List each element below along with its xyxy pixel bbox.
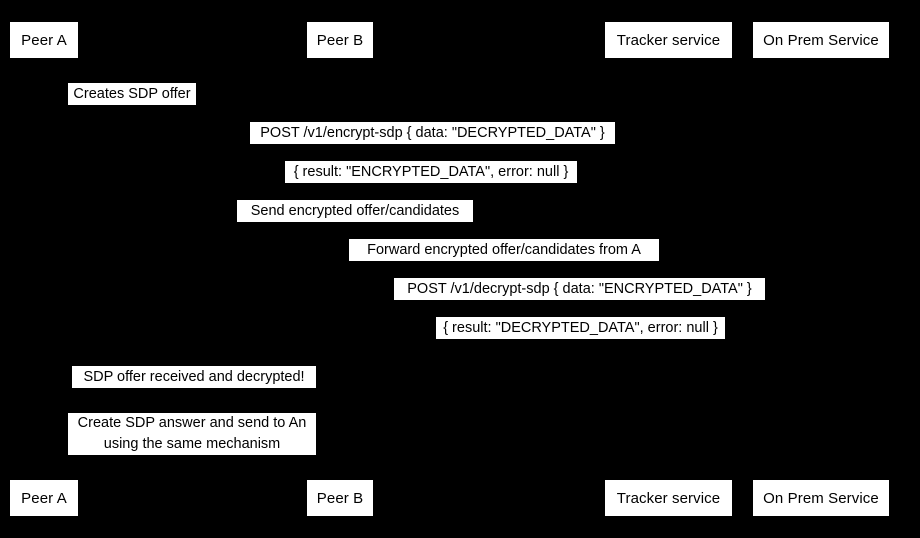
lifeline-peer-a bbox=[44, 58, 45, 480]
participant-label: Peer B bbox=[316, 31, 364, 49]
participant-label: Peer A bbox=[21, 31, 67, 49]
participant-label: On Prem Service bbox=[763, 31, 879, 49]
message-label-post-v1-encrypt-sdp-data-decrypted-data: POST /v1/encrypt-sdp { data: "DECRYPTED_… bbox=[250, 122, 615, 144]
lifeline-peer-b bbox=[340, 58, 341, 480]
message-label-create-sdp-answer-and-send-to-an-using-the-same-: Create SDP answer and send to An using t… bbox=[68, 413, 316, 455]
participant-label: Peer B bbox=[316, 489, 364, 507]
participant-on-prem-service[interactable]: On Prem Service bbox=[753, 22, 889, 58]
lifeline-on-prem-service bbox=[821, 58, 822, 480]
message-label-result-decrypted-data-error-null: { result: "DECRYPTED_DATA", error: null … bbox=[436, 317, 725, 339]
message-label-send-encrypted-offer-candidates: Send encrypted offer/candidates bbox=[237, 200, 473, 222]
participant-peer-b[interactable]: Peer B bbox=[307, 22, 373, 58]
participant-on-prem-service[interactable]: On Prem Service bbox=[753, 480, 889, 516]
participant-peer-a[interactable]: Peer A bbox=[10, 480, 78, 516]
participant-label: Tracker service bbox=[616, 31, 721, 49]
message-label-result-encrypted-data-error-null: { result: "ENCRYPTED_DATA", error: null … bbox=[285, 161, 577, 183]
message-label-forward-encrypted-offer-candidates-from-a: Forward encrypted offer/candidates from … bbox=[349, 239, 659, 261]
message-label-creates-sdp-offer: Creates SDP offer bbox=[68, 83, 196, 105]
message-label-sdp-offer-received-and-decrypted: SDP offer received and decrypted! bbox=[72, 366, 316, 388]
lifeline-tracker-service bbox=[669, 58, 670, 480]
message-label-post-v1-decrypt-sdp-data-encrypted-data: POST /v1/decrypt-sdp { data: "ENCRYPTED_… bbox=[394, 278, 765, 300]
participant-label: Peer A bbox=[21, 489, 67, 507]
participant-label: Tracker service bbox=[616, 489, 721, 507]
participant-peer-a[interactable]: Peer A bbox=[10, 22, 78, 58]
participant-tracker-service[interactable]: Tracker service bbox=[605, 22, 732, 58]
participant-label: On Prem Service bbox=[763, 489, 879, 507]
participant-peer-b[interactable]: Peer B bbox=[307, 480, 373, 516]
participant-tracker-service[interactable]: Tracker service bbox=[605, 480, 732, 516]
